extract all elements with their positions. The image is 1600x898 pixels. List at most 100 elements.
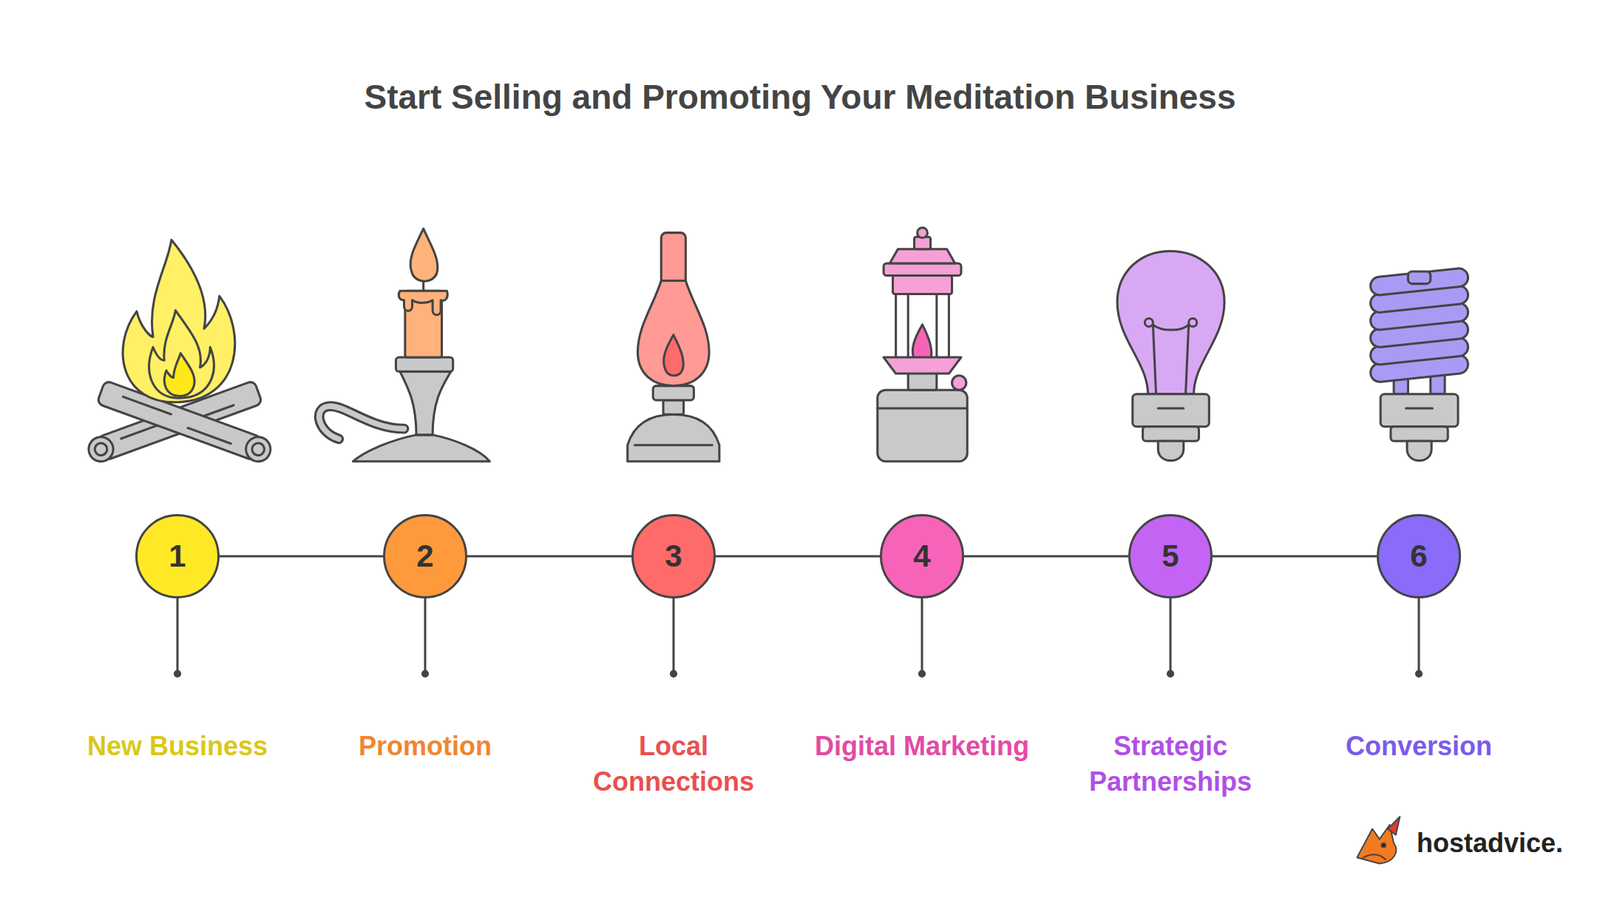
cfl-ring [1390, 426, 1448, 441]
oil-lamp-icon [627, 232, 720, 462]
connector-line [964, 555, 1129, 558]
log-end [85, 433, 117, 465]
log-grain [120, 396, 233, 443]
leader-line [175, 598, 179, 674]
step-number: 3 [664, 540, 682, 572]
cfl-tip [1407, 440, 1432, 461]
cfl-icon [1369, 267, 1469, 461]
step-node: 4Digital Marketing [803, 513, 1041, 764]
lantern-ring [917, 227, 928, 239]
leader-line [1168, 598, 1172, 674]
step-node: 5Strategic Partnerships [1052, 513, 1289, 800]
lantern-bar [894, 293, 897, 358]
cfl-coil [1369, 267, 1469, 297]
bulb-glass [1117, 250, 1225, 394]
lamp-base-line [634, 443, 713, 446]
lantern-base [877, 389, 968, 462]
step-number: 4 [913, 540, 931, 572]
campfire-icon [85, 239, 274, 465]
bulb-tip [1157, 440, 1184, 461]
step-label: Promotion [306, 728, 544, 764]
lantern-roof [889, 249, 955, 264]
logo-fox-line [1363, 853, 1386, 860]
candle-cup [395, 357, 453, 372]
bulb-base [1132, 394, 1210, 427]
logo-flame [1387, 816, 1401, 835]
leader-line [920, 598, 923, 674]
leader-line [672, 598, 675, 674]
step-circle: 6 [1376, 513, 1461, 599]
step-label: New Business [59, 728, 296, 764]
filament-end [1188, 318, 1198, 327]
bulb-ring [1143, 426, 1200, 441]
lantern-cap [893, 275, 953, 295]
leader-dot [1415, 670, 1422, 676]
logo-mark [1356, 816, 1400, 863]
leader-dot [919, 670, 925, 676]
cfl-base-line [1406, 406, 1433, 409]
step-circle: 5 [1128, 513, 1213, 599]
step-label: Local Connections [555, 728, 792, 800]
lamp-base [627, 414, 720, 461]
step-number: 5 [1161, 540, 1179, 572]
connector-line [467, 555, 632, 558]
bulb-base-line [1157, 406, 1184, 409]
lamp-flame [663, 334, 684, 376]
handle [319, 405, 405, 439]
step-circle: 3 [631, 513, 716, 599]
connector-line [1212, 555, 1377, 558]
candle-stem [400, 371, 452, 435]
step-label: Conversion [1300, 728, 1538, 764]
step-circle: 1 [135, 513, 220, 599]
lantern-icon [877, 227, 968, 462]
lantern-bar [947, 293, 951, 358]
candle-icon [319, 228, 491, 462]
lantern-knob [952, 375, 967, 390]
step-number: 2 [416, 540, 434, 572]
step-node: 2Promotion [306, 513, 544, 764]
log-ring [250, 441, 267, 457]
candle-base [352, 434, 490, 462]
leader-line [1417, 598, 1420, 674]
flame [122, 239, 236, 402]
candle-flame [410, 228, 438, 281]
step-number: 6 [1409, 540, 1427, 572]
lamp-neck [663, 400, 684, 415]
logo-text: hostadvice. [1416, 826, 1564, 859]
leader-dot [670, 670, 676, 676]
step-number: 1 [168, 540, 186, 572]
logo-eye [1381, 842, 1387, 848]
lamp-chimney [660, 232, 686, 287]
step-node: 1New Business [59, 513, 296, 764]
step-label: Digital Marketing [803, 728, 1041, 764]
cfl-coil-top [1407, 271, 1430, 284]
log-end [242, 433, 274, 465]
filament-end [1144, 318, 1153, 327]
leader-line [423, 598, 426, 674]
title: Start Selling and Promoting Your Meditat… [0, 76, 1600, 118]
lantern-neck [907, 372, 937, 390]
filament [1152, 324, 1189, 395]
connector-line [219, 555, 383, 558]
wax-drip [398, 290, 448, 315]
lantern-base-line [877, 406, 968, 409]
log-ring [93, 441, 109, 457]
step-node: 6Conversion [1300, 513, 1538, 764]
lantern-band [883, 263, 962, 276]
leader-dot [1167, 670, 1173, 676]
lantern-collar [883, 357, 962, 374]
lamp-collar [652, 385, 694, 400]
flame [149, 310, 215, 399]
step-node: 3Local Connections [555, 513, 792, 800]
bulb-icon [1117, 250, 1225, 460]
step-circle: 4 [879, 513, 965, 599]
lantern-bar [935, 293, 938, 358]
leader-dot [174, 670, 180, 676]
flame [164, 352, 195, 396]
lamp-glass [638, 280, 710, 386]
cfl-base [1380, 394, 1459, 427]
step-label: Strategic Partnerships [1052, 728, 1289, 800]
